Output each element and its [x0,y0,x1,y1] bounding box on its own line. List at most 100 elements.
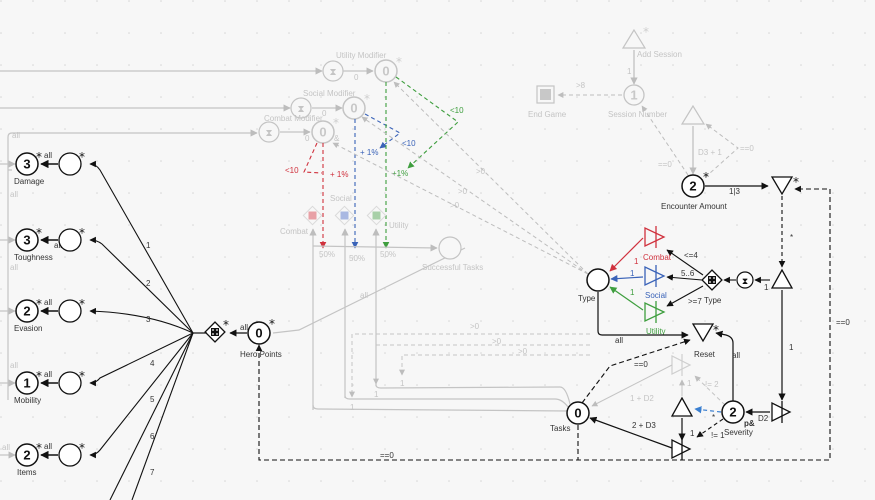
encounter-gate-label: * [790,233,793,242]
combat-branch-edge[interactable] [666,249,704,276]
task-return-label-1: >0 [470,322,480,331]
converter-to-tasks-edge[interactable] [589,416,673,449]
hero-points-value: 0 [255,326,262,341]
combat-modifier-pool[interactable]: 0 [311,120,335,144]
add-session-source[interactable] [621,28,647,49]
hourglass-icon: ⧗ [265,128,272,139]
type-dice-gate[interactable] [701,269,723,291]
combat-to-type-edge[interactable] [609,237,644,272]
combat-increment-loop[interactable] [303,142,323,174]
reset-label: Reset [694,350,716,359]
fanout-label-3: 3 [146,315,151,324]
utility-converter-label: Utility [646,327,666,336]
items-side-label: all [2,443,10,452]
utility-increment-loop[interactable] [395,76,459,169]
attribute-label: Items [17,468,37,477]
tasks-converter[interactable] [671,438,692,460]
severity-cond-b-edge[interactable] [696,418,724,438]
encounter-source[interactable] [680,104,706,125]
combat-modifier-label: Combat Modifier [264,114,323,123]
social-threshold-label: <10 [402,139,416,148]
task-return-value-1: 1 [350,403,355,412]
attribute-buffer-pool[interactable] [58,371,82,395]
hourglass-icon: ⧗ [329,67,336,78]
utility-branch-edge[interactable] [666,285,704,307]
social-modifier-pool[interactable]: 0 [342,96,366,120]
utility-modifier-timer[interactable]: ⧗ [322,60,344,82]
reset-drain[interactable] [691,323,715,343]
type-timer[interactable]: ⧗ [736,271,754,289]
successful-tasks-pool[interactable] [438,236,462,260]
social-gate-rate: 50% [349,254,365,263]
encounter-refill-label: ==0 [740,144,754,153]
end-game-node[interactable] [536,85,555,104]
social-branch-edge[interactable] [666,274,703,281]
utility-modifier-pool[interactable]: 0 [374,59,398,83]
mobility-side-label: all [10,361,18,370]
reset-star: * [713,323,719,337]
attribute-value: 1 [23,376,30,391]
severity-converter[interactable] [771,401,792,423]
severity-mode: p& [744,419,755,428]
social-increment-loop[interactable] [364,113,402,149]
attribute-buffer-pool[interactable] [58,299,82,323]
social-to-type-edge[interactable] [610,275,644,283]
utility-gate-label: Utility [389,221,409,230]
combat-converter[interactable] [644,226,666,248]
encounter-refill-edge[interactable] [699,123,739,183]
attribute-buffer-pool[interactable] [58,152,82,176]
attribute-star: * [36,226,42,240]
dice-star: * [223,318,229,332]
add-session-edge-label: 1 [627,67,632,76]
dice-icon [340,211,349,220]
encounter-amount-pool[interactable]: 2 [681,174,705,198]
hero-dice-gate[interactable] [204,321,226,343]
type-pool[interactable] [586,268,610,292]
hourglass-icon: ⧗ [297,104,304,115]
encounter-drain[interactable] [770,176,794,196]
combat-feed-line[interactable] [7,129,258,400]
reset-loop-edge[interactable] [255,185,831,461]
session-number-pool[interactable]: 1 [623,84,645,106]
attribute-star: * [36,150,42,164]
severity-value: 2 [729,405,736,420]
attribute-buffer-pool[interactable] [58,443,82,467]
severity-blue-edge[interactable] [694,406,722,414]
combat-gate-label: Combat [280,227,309,236]
fanout-label-2: 2 [146,279,151,288]
social-converter[interactable] [644,265,666,287]
faded-converter-to-tasks[interactable] [591,364,673,407]
utility-gate-rate: 50% [380,250,396,259]
utility-modifier-value: 0 [382,64,389,79]
attribute-label: Mobility [14,396,41,405]
encounter-trigger-source[interactable] [770,268,794,289]
buffer-star: * [79,441,85,455]
type-to-reset-edge[interactable] [597,292,689,339]
utility-to-type-edge[interactable] [609,286,644,311]
combat-modifier-amp: & [334,134,340,143]
add-session-star: * [643,25,649,39]
severity-to-reset-edge[interactable] [715,330,734,401]
hero-points-pool[interactable]: 0 [247,321,271,345]
attribute-feed-lines [0,160,16,459]
severity-pool[interactable]: 2 [721,400,745,424]
social-modifier-timer[interactable]: ⧗ [290,97,312,119]
utility-converter[interactable] [644,301,666,323]
utility-modifier-label: Utility Modifier [336,51,387,60]
buffer-star: * [79,297,85,311]
severity-source[interactable] [670,396,694,417]
dice-fanout-edges [89,160,194,500]
social-modifier-label: Social Modifier [303,89,356,98]
end-game-condition: >8 [576,81,586,90]
fanout-label-1: 1 [146,241,151,250]
combat-modifier-timer[interactable]: ⧗ [258,121,280,143]
attribute-buffer-pool[interactable] [58,228,82,252]
encounter-drain-star: * [793,175,799,189]
tasks-pool[interactable]: 0 [566,401,590,425]
